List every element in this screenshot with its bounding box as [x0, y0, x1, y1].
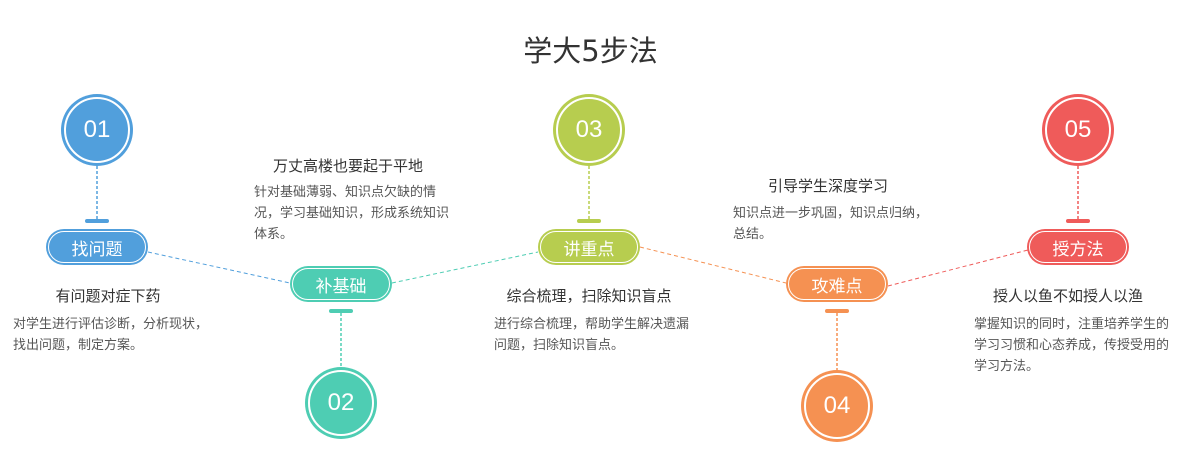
step-2-label-pill[interactable]: 补基础 [292, 268, 390, 300]
step-5-tbar [1066, 219, 1090, 223]
step-2-number-badge: 02 [308, 370, 374, 436]
connector-1-2 [147, 251, 291, 284]
step-1-description: 对学生进行评估诊断，分析现状，找出问题，制定方案。 [13, 317, 209, 353]
step-5-number-badge: 05 [1045, 97, 1111, 163]
step-1-number-badge: 01 [64, 97, 130, 163]
step-3-number-badge: 03 [556, 97, 622, 163]
step-5-description: 掌握知识的同时，注重培养学生的学习习惯和心态养成，传授受用的学习方法。 [974, 317, 1170, 374]
page-title: 学大5步法 [523, 34, 658, 68]
step-4-description: 知识点进一步巩固，知识点归纳，总结。 [733, 206, 929, 242]
step-5-label-pill[interactable]: 授方法 [1029, 231, 1127, 263]
connector-2-3 [391, 251, 539, 284]
step-2-heading: 万丈高楼也要起于平地 [272, 157, 423, 175]
step-4-label-pill[interactable]: 攻难点 [788, 268, 886, 300]
step-4-heading: 引导学生深度学习 [767, 177, 888, 195]
step-3-label-pill[interactable]: 讲重点 [540, 231, 638, 263]
step-4-tbar [825, 309, 849, 313]
step-2-tbar [329, 309, 353, 313]
step-3-heading: 综合梳理，扫除知识盲点 [506, 287, 672, 305]
connector-3-4 [639, 246, 787, 284]
step-4-number-badge: 04 [804, 373, 870, 439]
step-5-heading: 授人以鱼不如授人以渔 [992, 287, 1143, 305]
step-3-description: 进行综合梳理，帮助学生解决遗漏问题，扫除知识盲点。 [494, 317, 690, 353]
step-1-label-pill[interactable]: 找问题 [48, 231, 146, 263]
step-2-description: 针对基础薄弱、知识点欠缺的情况，学习基础知识，形成系统知识体系。 [254, 185, 450, 242]
step-3-tbar [577, 219, 601, 223]
step-1-heading: 有问题对症下药 [55, 287, 161, 305]
connector-4-5 [887, 249, 1029, 287]
step-1-tbar [85, 219, 109, 223]
